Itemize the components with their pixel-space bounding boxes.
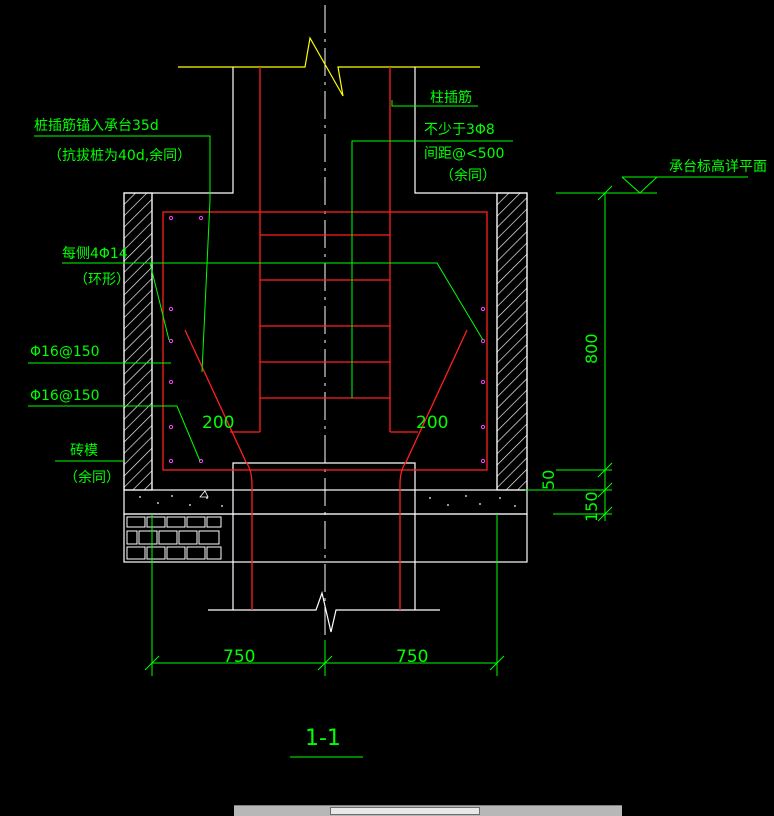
section-title: 1-1 xyxy=(305,726,341,751)
dim-750-right: 750 xyxy=(396,647,428,667)
min-bars-note: （余同） xyxy=(440,167,496,184)
column-dowel-label: 柱插筋 xyxy=(430,89,472,106)
min-bars-spacing: 间距@<500 xyxy=(424,146,504,162)
brick-base-pattern xyxy=(126,516,222,560)
pile-anchor-label: 桩插筋锚入承台35d xyxy=(34,117,159,134)
dim-150: 150 xyxy=(582,491,601,522)
pile-outline xyxy=(232,462,416,610)
rebar-group xyxy=(162,67,488,610)
anchor-length-left: 200 xyxy=(202,413,234,433)
bar-upper-label: Φ16@150 xyxy=(30,344,100,360)
brick-mold-left xyxy=(123,192,153,491)
cap-top-plane-label: 承台标高详平面 xyxy=(669,158,767,175)
each-side-note: （环形） xyxy=(74,272,130,288)
leader-lines xyxy=(28,100,748,758)
min-bars-label: 不少于3Φ8 xyxy=(424,122,495,138)
base-layer xyxy=(123,513,528,563)
bar-lower-label: Φ16@150 xyxy=(30,388,100,404)
pile-break-line xyxy=(208,590,440,633)
status-bar[interactable] xyxy=(234,805,622,816)
dim-800: 800 xyxy=(582,333,601,364)
rebar-section-points xyxy=(168,215,486,464)
anchor-length-right: 200 xyxy=(416,413,448,433)
brick-mold-right xyxy=(496,192,528,491)
each-side-label: 每侧4Φ14 xyxy=(62,246,128,262)
brick-mold-note: （余同） xyxy=(64,469,120,486)
status-input-field[interactable] xyxy=(330,807,480,815)
pile-anchor-note: （抗拔桩为40d,余同） xyxy=(48,147,191,164)
brick-mold-label: 砖模 xyxy=(70,443,98,459)
dim-50: 50 xyxy=(539,470,558,490)
cushion-speckles xyxy=(139,490,516,507)
column-break-line xyxy=(178,36,480,97)
dim-750-left: 750 xyxy=(223,647,255,667)
